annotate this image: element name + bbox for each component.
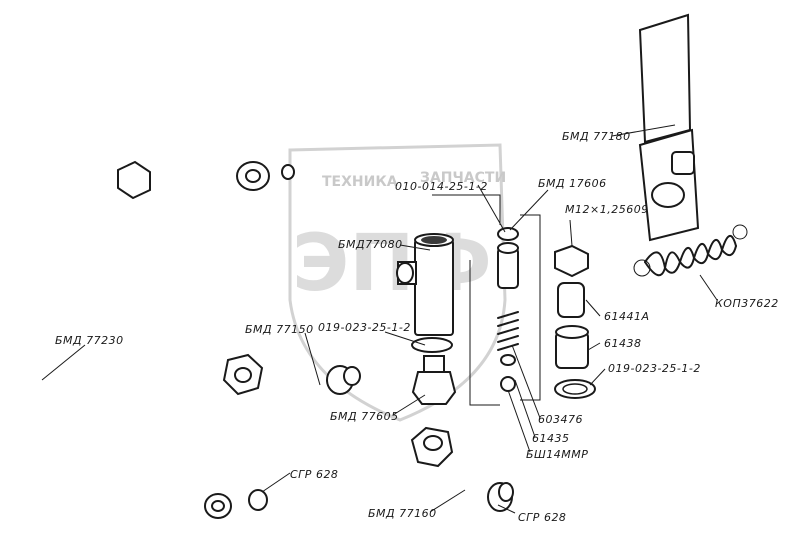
pipe-bmd77160 — [410, 426, 514, 512]
label-kop37622: КОП37622 — [715, 297, 779, 310]
pipe-nut-1 — [117, 160, 151, 200]
right-parts — [554, 244, 596, 399]
screw-61441a — [557, 282, 585, 318]
label-sgr628-b: СГР 628 — [518, 511, 566, 524]
watermark-shield — [288, 143, 507, 422]
label-bsh14mmr: БШ14ММР — [526, 448, 588, 461]
label-sgr628-a: СГР 628 — [290, 468, 338, 481]
watermark-text-left: ТЕХНИКА — [322, 174, 398, 190]
label-bmd77160: БМД 77160 — [368, 507, 437, 520]
label-m12: М12×1,25609 — [565, 203, 649, 216]
watermark-text-right: ЗАПЧАСТИ — [420, 170, 506, 186]
washer-mid — [411, 337, 453, 353]
spring-kop37622 — [633, 224, 748, 277]
label-bmd77180: БМД 77180 — [562, 130, 631, 143]
label-019-right: 019-023-25-1-2 — [608, 362, 701, 375]
label-010-top: 010-014-25-1-2 — [395, 180, 488, 193]
bracket-bmd77180 — [638, 13, 700, 242]
ball — [500, 376, 516, 392]
watermark-logo: ЭПФ — [292, 219, 492, 309]
nut-m12 — [554, 244, 589, 278]
label-61438: 61438 — [604, 337, 642, 350]
filter-nut — [411, 371, 457, 405]
label-603476: 603476 — [538, 413, 583, 426]
label-61435: 61435 — [532, 432, 570, 445]
valve-stack — [497, 227, 519, 392]
watermark: ТЕХНИКА ЗАПЧАСТИ ЭПФ — [288, 143, 507, 422]
label-bmd17606: БМД 17606 — [538, 177, 607, 190]
pipe-bmd77150 — [196, 353, 361, 415]
labels: БМД 77180 БМД 17606 М12×1,25609 КОП37622… — [55, 130, 779, 524]
leader-lines — [41, 124, 718, 514]
label-bmd77605: БМД 77605 — [330, 410, 399, 423]
label-61441a: 61441А — [604, 310, 650, 323]
assembly-lines — [432, 194, 541, 406]
label-bmd77230: БМД 77230 — [55, 334, 124, 347]
pipe-bmd77230 — [12, 114, 295, 519]
label-bmd77080: БМД77080 — [338, 238, 403, 251]
label-019-mid: 019-023-25-1-2 — [318, 321, 411, 334]
label-bmd77150: БМД 77150 — [245, 323, 314, 336]
